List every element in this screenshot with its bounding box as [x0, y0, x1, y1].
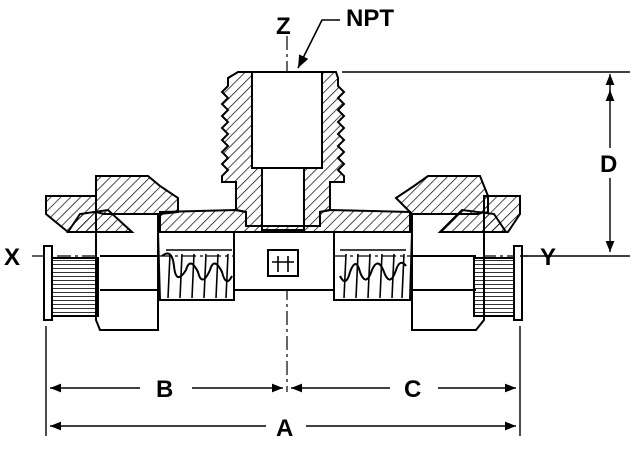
npt-leader	[297, 19, 340, 69]
dimension-d	[342, 71, 630, 257]
label-d: D	[600, 151, 617, 178]
label-b: B	[156, 376, 173, 403]
left-nut	[43, 175, 233, 331]
label-y: Y	[540, 244, 556, 271]
label-c: C	[404, 376, 421, 403]
label-z: Z	[276, 13, 291, 40]
label-a: A	[276, 415, 293, 442]
right-nut	[339, 175, 523, 331]
tee-body	[157, 208, 413, 301]
dimension-lines	[45, 326, 521, 436]
label-npt: NPT	[346, 5, 394, 32]
npt-branch	[220, 71, 346, 231]
label-x: X	[4, 244, 20, 271]
